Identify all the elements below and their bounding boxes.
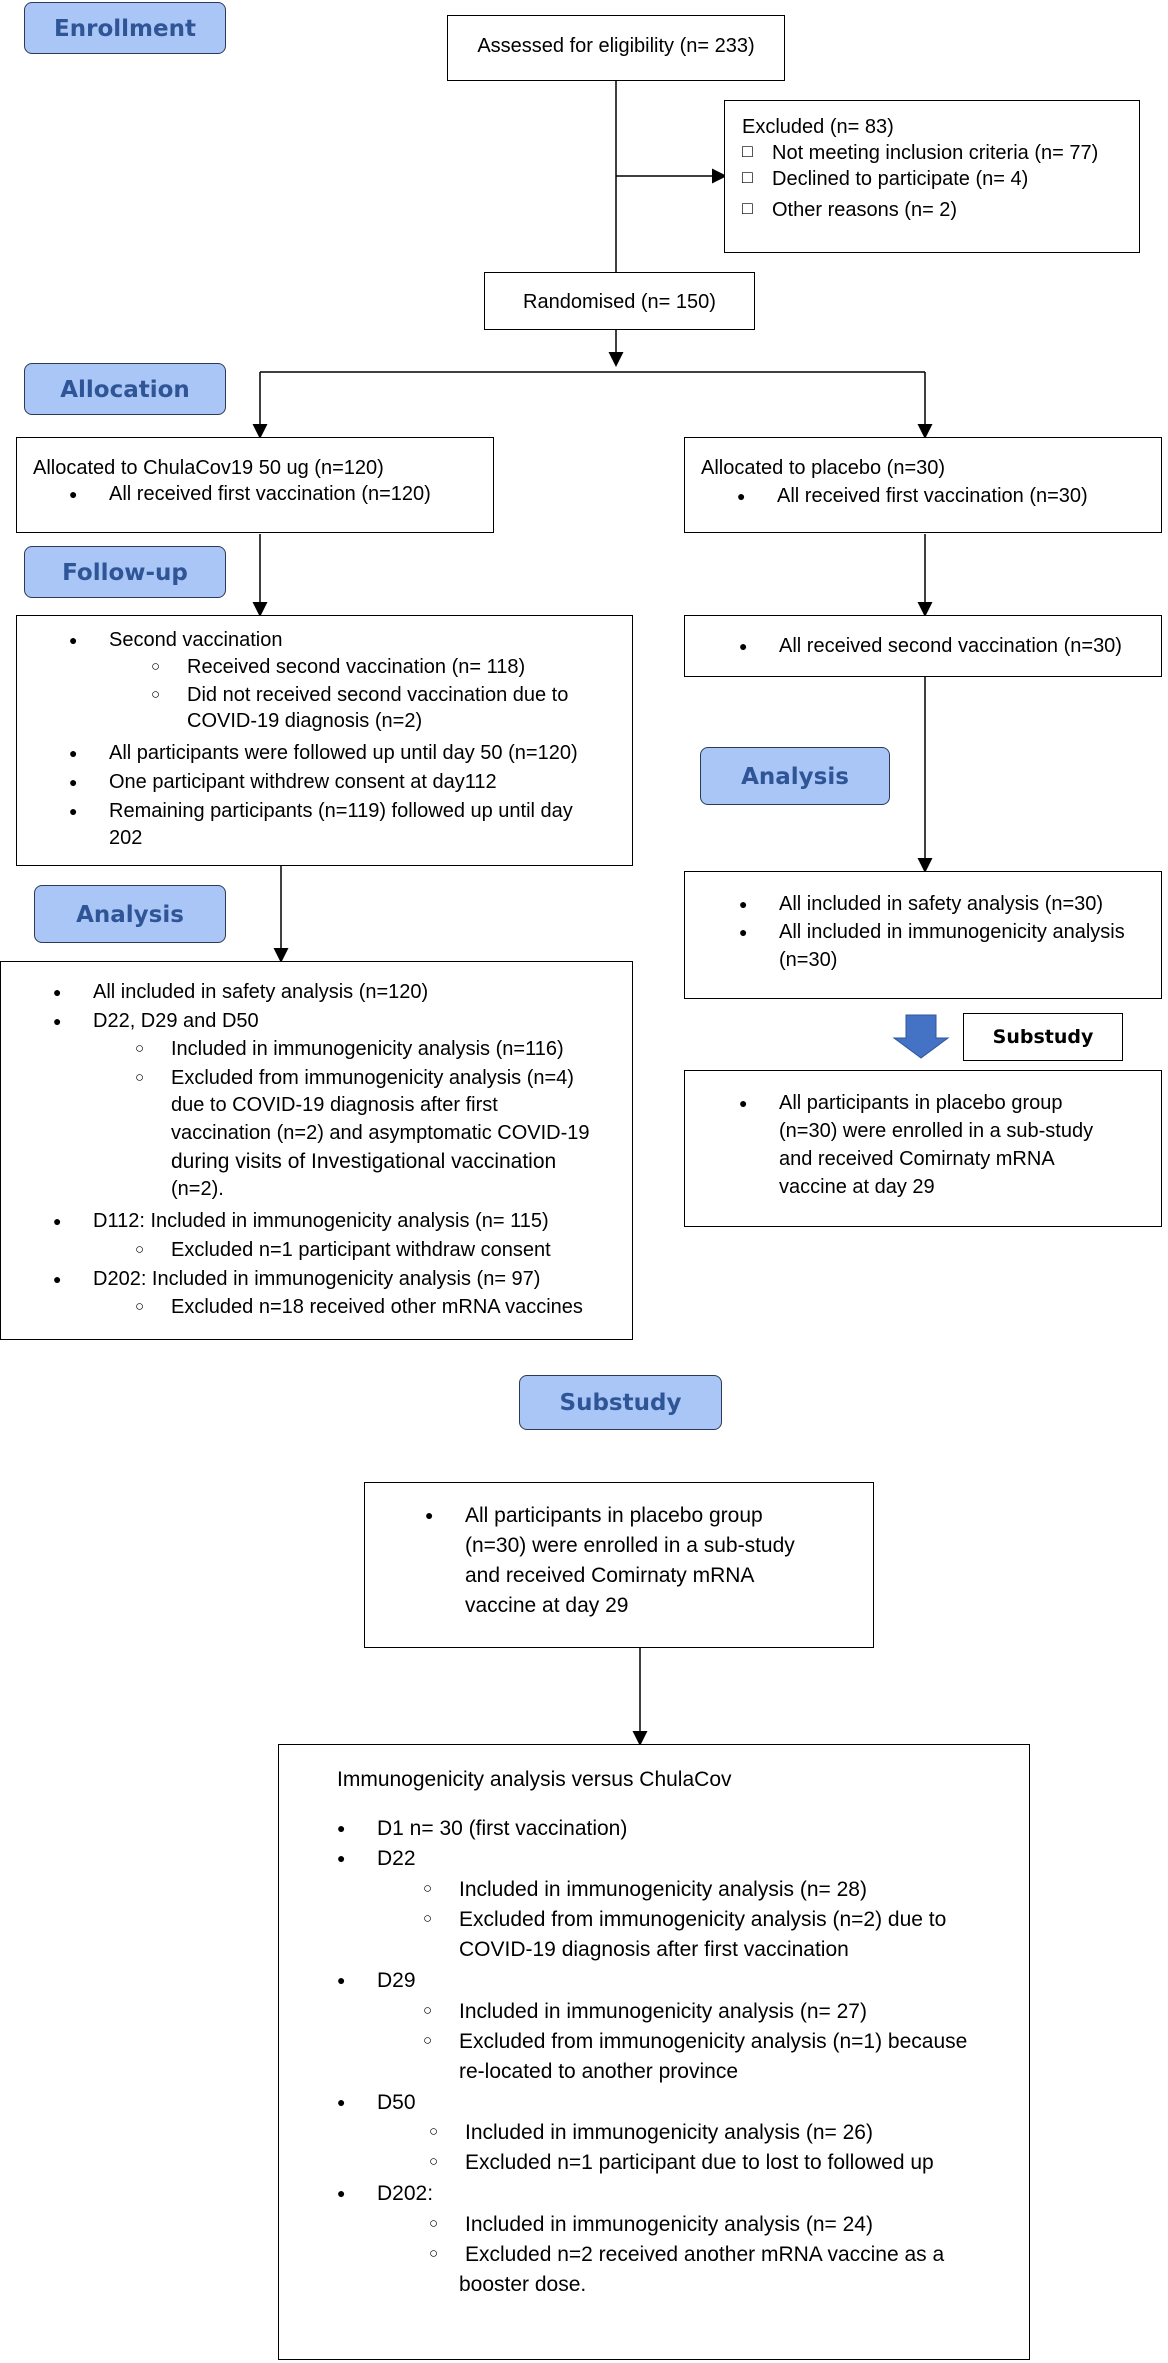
alloc-left-box: Allocated to ChulaCov19 50 ug (n=120) Al…	[16, 437, 494, 533]
followup-withdrew: One participant withdrew consent at day1…	[69, 770, 497, 794]
placebo-substudy-line: and received Comirnaty mRNA	[779, 1148, 1055, 1170]
immuno-d29-excluded: Excluded from immunogenicity analysis (n…	[423, 2029, 967, 2054]
substudy-middle-line: and received Comirnaty mRNA	[465, 1564, 755, 1587]
alloc-left-title: Allocated to ChulaCov19 50 ug (n=120)	[33, 457, 384, 479]
alloc-right-box: Allocated to placebo (n=30) All received…	[684, 437, 1162, 533]
eligibility-text: Assessed for eligibility (n= 233)	[477, 35, 755, 57]
analysis-safety: All included in safety analysis (n=120)	[53, 980, 428, 1004]
alloc-left-item: All received first vaccination (n=120)	[69, 482, 431, 506]
analysis-d112-excluded: Excluded n=1 participant withdraw consen…	[135, 1238, 551, 1262]
randomised-box: Randomised (n= 150)	[484, 272, 755, 330]
analysis-d202-excluded: Excluded n=18 received other mRNA vaccin…	[135, 1295, 583, 1319]
followup-not-received-cont: COVID-19 diagnosis (n=2)	[187, 710, 423, 732]
randomised-text: Randomised (n= 150)	[523, 291, 716, 313]
immuno-d50-included: Included in immunogenicity analysis (n= …	[429, 2120, 873, 2145]
immuno-d202-excluded-cont: booster dose.	[459, 2273, 587, 2296]
substudy-label-text: Substudy	[992, 1026, 1094, 1048]
substudy-middle-line: vaccine at day 29	[465, 1594, 629, 1617]
immuno-d1: D1 n= 30 (first vaccination)	[337, 1816, 627, 1841]
followup-second: Second vaccination	[69, 628, 283, 652]
immuno-d22-included: Included in immunogenicity analysis (n= …	[423, 1877, 867, 1902]
placebo-substudy-line: All participants in placebo group	[739, 1091, 1062, 1115]
substudy-down-arrow-icon	[892, 1014, 950, 1059]
alloc-right-item: All received first vaccination (n=30)	[737, 484, 1088, 508]
followup-not-received: Did not received second vaccination due …	[151, 683, 568, 707]
stage-substudy: Substudy	[519, 1375, 722, 1430]
immuno-d29: D29	[337, 1968, 415, 1993]
excluded-item: Declined to participate (n= 4)	[742, 167, 1028, 191]
analysis-d202: D202: Included in immunogenicity analysi…	[53, 1267, 541, 1291]
alloc-right-title: Allocated to placebo (n=30)	[701, 457, 946, 479]
analysis-left-box: All included in safety analysis (n=120) …	[0, 961, 633, 1340]
substudy-label-box: Substudy	[963, 1013, 1123, 1061]
excluded-item: Other reasons (n= 2)	[742, 198, 957, 222]
placebo-substudy-box: All participants in placebo group (n=30)…	[684, 1070, 1162, 1227]
analysis-d22-included: Included in immunogenicity analysis (n=1…	[135, 1037, 564, 1061]
substudy-middle-line: (n=30) were enrolled in a sub-study	[465, 1534, 795, 1557]
analysis-right-safety: All included in safety analysis (n=30)	[739, 892, 1103, 916]
followup-received: Received second vaccination (n= 118)	[151, 655, 525, 679]
followup-followed: All participants were followed up until …	[69, 741, 578, 765]
immuno-d50-excluded: Excluded n=1 participant due to lost to …	[429, 2150, 934, 2175]
immuno-d22-excluded-cont: COVID-19 diagnosis after first vaccinati…	[459, 1938, 849, 1961]
immuno-d202: D202:	[337, 2181, 433, 2206]
stage-allocation: Allocation	[24, 363, 226, 415]
immunogenicity-box: Immunogenicity analysis versus ChulaCov …	[278, 1744, 1030, 2360]
followup-remaining-cont: 202	[109, 827, 143, 849]
substudy-middle-line: All participants in placebo group	[425, 1503, 763, 1528]
immuno-d50: D50	[337, 2090, 415, 2115]
analysis-right-immuno-cont: (n=30)	[779, 949, 838, 971]
stage-follow-up: Follow-up	[24, 546, 226, 598]
analysis-d22-excluded-cont: vaccination (n=2) and asymptomatic COVID…	[171, 1122, 590, 1144]
immuno-title: Immunogenicity analysis versus ChulaCov	[337, 1768, 732, 1791]
immuno-d22-excluded: Excluded from immunogenicity analysis (n…	[423, 1907, 946, 1932]
analysis-d22-excluded-cont: during visits of Investigational vaccina…	[171, 1150, 557, 1173]
analysis-right-box: All included in safety analysis (n=30) A…	[684, 871, 1162, 999]
stage-analysis-left: Analysis	[34, 885, 226, 943]
placebo-substudy-line: vaccine at day 29	[779, 1176, 935, 1198]
stage-enrollment: Enrollment	[24, 2, 226, 54]
immuno-d29-included: Included in immunogenicity analysis (n= …	[423, 1999, 867, 2024]
followup-left-box: Second vaccination Received second vacci…	[16, 615, 633, 866]
placebo-substudy-line: (n=30) were enrolled in a sub-study	[779, 1120, 1094, 1142]
substudy-middle-box: All participants in placebo group (n=30)…	[364, 1482, 874, 1648]
followup-right-box: All received second vaccination (n=30)	[684, 615, 1162, 677]
analysis-d22-excluded-cont: due to COVID-19 diagnosis after first	[171, 1094, 498, 1116]
analysis-d112: D112: Included in immunogenicity analysi…	[53, 1209, 549, 1233]
analysis-d22: D22, D29 and D50	[53, 1009, 259, 1033]
eligibility-box: Assessed for eligibility (n= 233)	[447, 15, 785, 81]
followup-remaining: Remaining participants (n=119) followed …	[69, 799, 573, 823]
immuno-d202-excluded: Excluded n=2 received another mRNA vacci…	[429, 2242, 944, 2267]
analysis-d22-excluded: Excluded from immunogenicity analysis (n…	[135, 1066, 574, 1090]
immuno-d202-included: Included in immunogenicity analysis (n= …	[429, 2212, 873, 2237]
analysis-right-immuno: All included in immunogenicity analysis	[739, 920, 1125, 944]
analysis-d22-excluded-cont: (n=2).	[171, 1178, 224, 1200]
immuno-d22: D22	[337, 1846, 415, 1871]
excluded-box: Excluded (n= 83) Not meeting inclusion c…	[724, 100, 1140, 253]
stage-analysis-right: Analysis	[700, 747, 890, 805]
followup-right-text: All received second vaccination (n=30)	[739, 634, 1122, 658]
excluded-item: Not meeting inclusion criteria (n= 77)	[742, 141, 1098, 165]
immuno-d29-excluded-cont: re-located to another province	[459, 2060, 738, 2083]
excluded-title: Excluded (n= 83)	[742, 116, 894, 138]
